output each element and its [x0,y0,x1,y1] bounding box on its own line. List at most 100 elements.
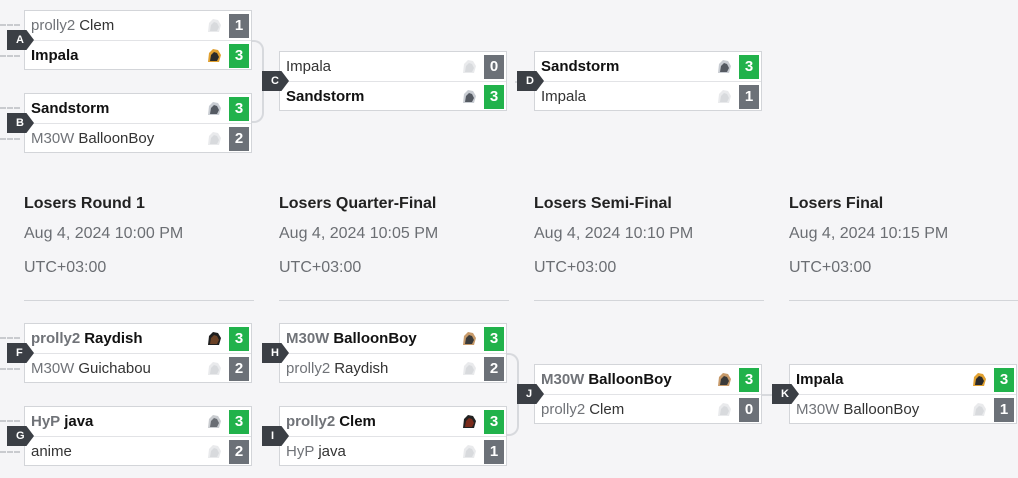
match-label: H [262,343,289,363]
round-date: Aug 4, 2024 10:00 PM [24,225,184,242]
score-badge: 3 [229,409,249,434]
score-badge: 0 [484,54,504,79]
clem-logo-icon [458,412,480,432]
feed-stub [0,24,20,26]
round-timezone: UTC+03:00 [534,259,617,276]
match-label: J [517,384,544,404]
team-name: Sandstorm [286,88,365,105]
feed-stub [0,451,20,453]
team-name: anime [31,443,72,460]
clem-logo-icon [713,400,735,420]
raydish-logo-icon [458,359,480,379]
team-tag: prolly2 [31,330,81,347]
round-date: Aug 4, 2024 10:10 PM [534,225,694,242]
feed-stub [0,107,20,109]
round-title: Losers Round 1 [24,195,145,212]
team-name: Impala [796,371,844,388]
team-tag: prolly2 [286,413,336,430]
balloonboy-logo-icon [968,400,990,420]
balloonboy-logo-icon [203,129,225,149]
team-row[interactable]: Impala 3 [790,365,1016,395]
team-row[interactable]: Sandstorm 3 [535,52,761,82]
team-name: java [64,413,94,430]
feed-stub [0,337,20,339]
round-date: Aug 4, 2024 10:15 PM [789,225,949,242]
match-label: I [262,426,289,446]
guichabou-logo-icon [203,359,225,379]
team-name: Sandstorm [541,58,620,75]
bracket-connector [250,40,264,123]
divider [279,300,509,301]
impala-logo-icon [968,370,990,390]
score-badge: 1 [739,84,759,109]
score-badge: 3 [994,367,1014,392]
match-label: D [517,71,544,91]
team-name: BalloonBoy [843,401,920,418]
team-name: BalloonBoy [333,330,417,347]
score-badge: 3 [739,54,759,79]
feed-stub [0,138,20,140]
round-title: Losers Quarter-Final [279,195,437,212]
team-tag: M30W [31,130,75,147]
score-badge: 3 [484,326,504,351]
impala-logo-icon [203,46,225,66]
round-title: Losers Semi-Final [534,195,672,212]
sandstorm-logo-icon [203,99,225,119]
score-badge: 2 [229,356,249,381]
java-logo-icon [203,412,225,432]
feed-stub [0,368,20,370]
score-badge: 3 [229,96,249,121]
balloonboy-logo-icon [713,370,735,390]
divider [789,300,1018,301]
match-label: F [7,343,34,363]
team-tag: M30W [286,330,330,347]
score-badge: 1 [484,439,504,464]
team-tag: prolly2 [286,360,331,377]
team-name: Clem [339,413,376,430]
impala-logo-icon [458,57,480,77]
team-tag: M30W [796,401,840,418]
round-timezone: UTC+03:00 [24,259,107,276]
score-badge: 2 [229,126,249,151]
team-tag: prolly2 [31,17,76,34]
divider [24,300,254,301]
match-label: B [7,113,34,133]
round-timezone: UTC+03:00 [789,259,872,276]
anime-logo-icon [203,442,225,462]
team-name: Guichabou [78,360,151,377]
team-row[interactable]: Sandstorm 3 [280,82,506,111]
match-label: C [262,71,289,91]
match-label: G [7,426,34,446]
score-badge: 3 [484,84,504,109]
team-name: Impala [31,47,79,64]
team-tag: HyP [31,413,61,430]
feed-stub [0,420,20,422]
